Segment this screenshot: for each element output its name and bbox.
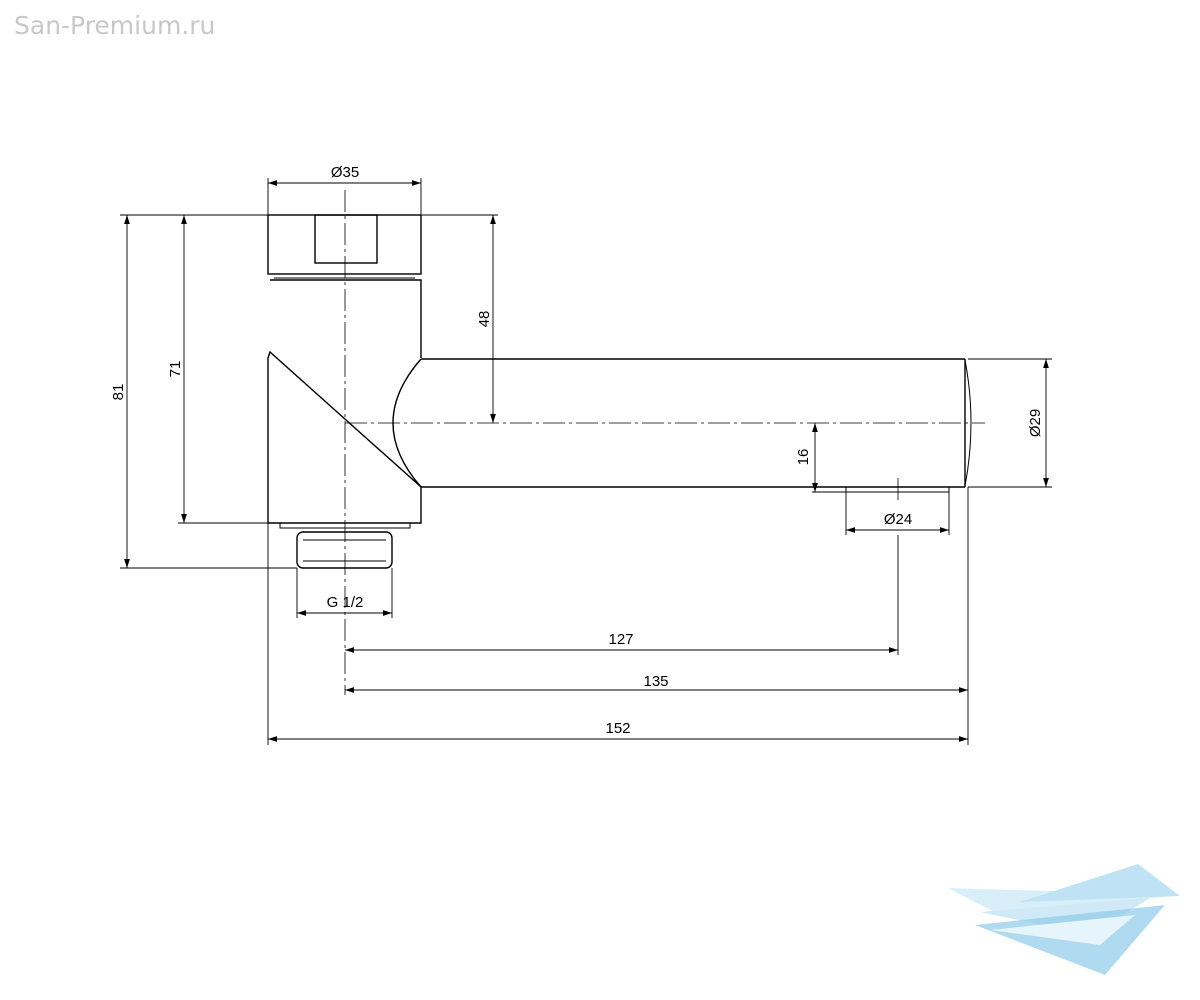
dim-label-spout-axis-height: 48 (476, 311, 493, 328)
dim-label-spout-diameter: Ø29 (1027, 409, 1044, 437)
dimension-axis-to-spout-end: 135 (345, 487, 969, 745)
dim-label-aerator-diameter: Ø24 (884, 511, 912, 528)
dim-label-axis-to-aerator: 127 (608, 631, 633, 648)
center-lines (344, 190, 985, 695)
watermark-text: San-Premium.ru (14, 11, 215, 40)
dimension-spout-diameter: Ø29 (968, 358, 1052, 488)
dim-label-total-height: 81 (110, 384, 127, 401)
dim-label-total-length: 152 (605, 720, 630, 737)
watermark-logo (948, 864, 1180, 975)
dimension-axis-to-aerator: 127 (345, 535, 899, 655)
dimension-aerator-offset: 16 (795, 423, 818, 492)
dimension-body-height: 71 (167, 215, 268, 524)
dimension-total-length: 152 (267, 523, 968, 745)
dim-label-axis-to-spout-end: 135 (643, 673, 668, 690)
dim-label-body-height: 71 (167, 361, 184, 378)
dim-label-body-diameter: Ø35 (331, 164, 359, 181)
faucet-outline (267, 214, 972, 569)
dimension-spout-axis-height: 48 (421, 214, 498, 423)
dim-label-thread: G 1/2 (327, 594, 364, 611)
dim-label-aerator-offset: 16 (795, 449, 812, 466)
dimension-body-diameter: Ø35 (267, 164, 422, 215)
dimension-aerator-diameter: Ø24 (845, 492, 950, 535)
dimension-total-height: 81 (110, 214, 297, 569)
dimension-thread: G 1/2 (296, 568, 393, 618)
